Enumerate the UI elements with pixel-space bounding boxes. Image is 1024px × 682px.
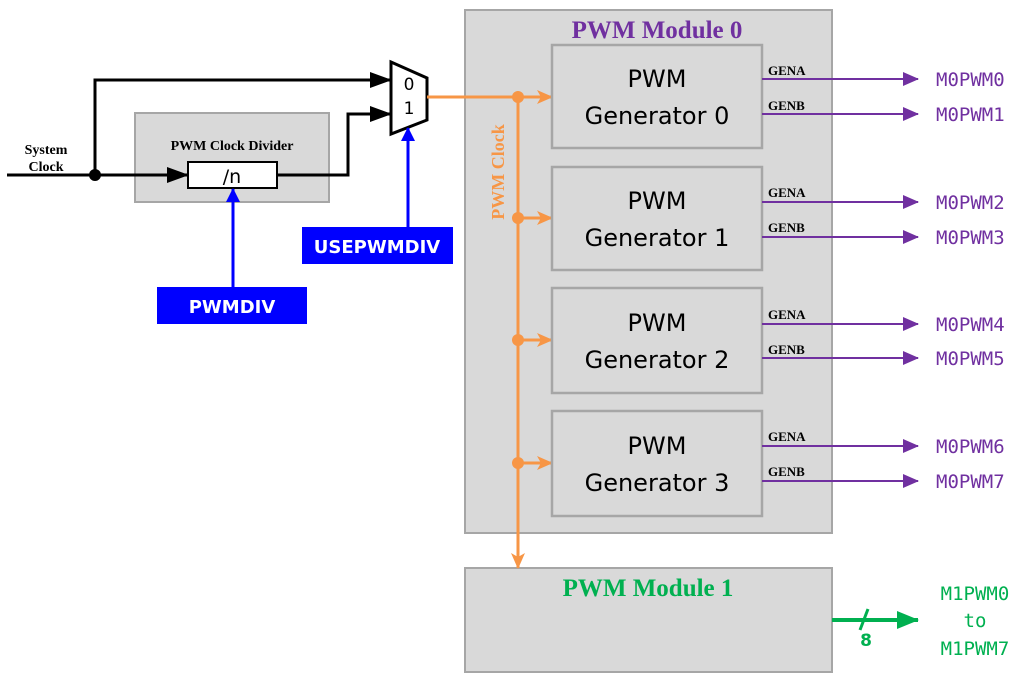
system-clock-label-line2: Clock xyxy=(29,160,64,175)
output-m1-line2: to xyxy=(964,610,987,632)
genb-label-2: GENB xyxy=(768,342,805,357)
mux-input-1-wire xyxy=(277,106,392,177)
output-m0pwm3: M0PWM3 xyxy=(936,227,1005,249)
clock-mux xyxy=(389,59,429,137)
gena-label-1: GENA xyxy=(768,185,806,200)
output-m0pwm1: M0PWM1 xyxy=(936,104,1005,126)
pwm-generator-3-line1: PWM xyxy=(628,432,687,460)
system-clock-label-line1: System xyxy=(25,143,68,158)
mux-input-0-label: 0 xyxy=(404,75,415,95)
output-m0pwm5: M0PWM5 xyxy=(936,348,1005,370)
pwm-generator-0-line2: Generator 0 xyxy=(585,102,730,130)
pwm-generator-3-box xyxy=(550,409,764,518)
genb-label-3: GENB xyxy=(768,464,805,479)
pwm-generator-0-line1: PWM xyxy=(628,65,687,93)
usepwmdiv-register xyxy=(302,227,453,264)
pwm-clock-label: PWM Clock xyxy=(488,124,508,219)
pwm-generator-2-line1: PWM xyxy=(628,309,687,337)
gena-label-2: GENA xyxy=(768,307,806,322)
output-m0pwm7: M0PWM7 xyxy=(936,471,1005,493)
bus-width-label: 8 xyxy=(860,631,872,651)
pwm-clock-divider-title: PWM Clock Divider xyxy=(171,139,294,154)
pwm-generator-3: PWM Generator 3 GENA GENB M0PWM6 M0PWM7 xyxy=(550,409,1005,518)
mux-input-0-wire xyxy=(93,72,392,175)
pwm-generator-0-box xyxy=(550,43,764,150)
output-m1-line3: M1PWM7 xyxy=(941,638,1010,660)
pwm-generator-2-line2: Generator 2 xyxy=(585,346,730,374)
pwm-generator-0: PWM Generator 0 GENA GENB M0PWM0 M0PWM1 xyxy=(550,43,1005,150)
output-m0pwm4: M0PWM4 xyxy=(936,314,1005,336)
output-m0pwm2: M0PWM2 xyxy=(936,192,1005,214)
output-m0pwm0: M0PWM0 xyxy=(936,69,1005,91)
pwm-clock-divider-box xyxy=(134,112,330,203)
pwm-generator-1-line2: Generator 1 xyxy=(585,224,730,252)
pwm-module-1-title: PWM Module 1 xyxy=(563,575,734,602)
bus-width-slash xyxy=(858,608,870,631)
pwm-generator-3-line2: Generator 3 xyxy=(585,469,730,497)
pwm-generator-1: PWM Generator 1 GENA GENB M0PWM2 M0PWM3 xyxy=(550,165,1005,272)
pwmdiv-register xyxy=(157,287,307,324)
pwm-generator-1-line1: PWM xyxy=(628,187,687,215)
gena-label-0: GENA xyxy=(768,63,806,78)
output-m1-line1: M1PWM0 xyxy=(941,583,1010,605)
gena-label-3: GENA xyxy=(768,429,806,444)
genb-label-0: GENB xyxy=(768,98,805,113)
output-m0pwm6: M0PWM6 xyxy=(936,436,1005,458)
pwm-generator-2: PWM Generator 2 GENA GENB M0PWM4 M0PWM5 xyxy=(550,286,1005,395)
pwmdiv-register-label: PWMDIV xyxy=(189,297,276,318)
usepwmdiv-register-label: USEPWMDIV xyxy=(314,237,440,258)
mux-input-1-label: 1 xyxy=(404,99,415,119)
pwm-generator-2-box xyxy=(550,286,764,395)
genb-label-1: GENB xyxy=(768,220,805,235)
pwm-generator-1-box xyxy=(550,165,764,272)
pwm-module-0-title: PWM Module 0 xyxy=(572,17,743,44)
divide-by-n-label: /n xyxy=(223,166,241,188)
pwm-module-1-box xyxy=(464,567,833,673)
